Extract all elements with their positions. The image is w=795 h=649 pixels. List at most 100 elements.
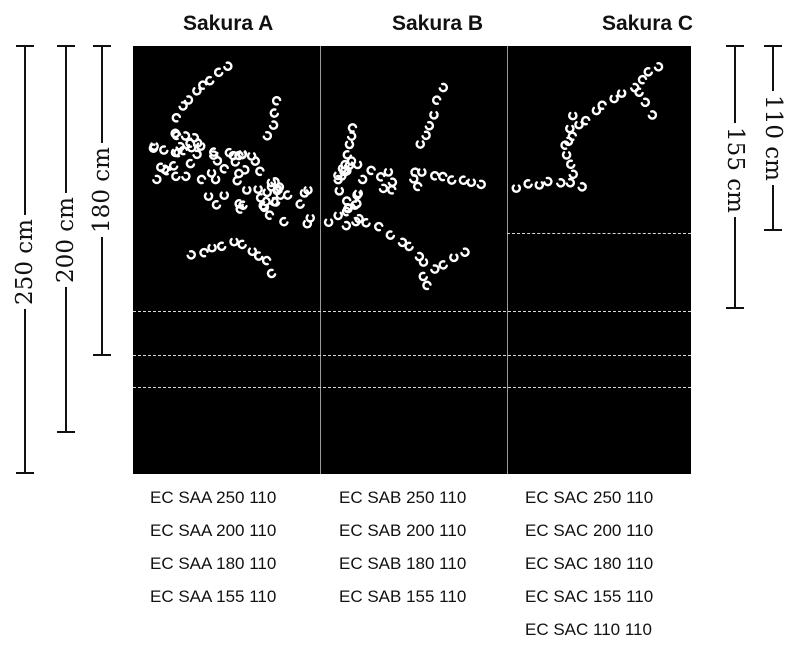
blossom-mark (266, 268, 277, 279)
blossom-mark (418, 271, 428, 282)
blossom-mark (574, 120, 584, 130)
blossom-mark (271, 96, 282, 106)
blossom-mark (383, 168, 394, 177)
blossom-mark (186, 250, 196, 260)
title-sakura-b: Sakura B (392, 12, 484, 35)
blossom-mark (466, 178, 477, 188)
blossom-mark (216, 241, 227, 252)
blossom-mark (414, 251, 425, 262)
blossom-mark (404, 241, 414, 252)
blossom-mark (303, 186, 313, 195)
dimension-label-155: 155 cm (722, 123, 748, 217)
blossom-mark (261, 196, 271, 207)
blossom-mark (274, 182, 285, 192)
product-code: EC SAC 180 110 (525, 554, 654, 573)
blossom-mark (159, 145, 169, 155)
blossom-mark (148, 143, 159, 153)
blossom-mark (171, 171, 181, 182)
blossom-mark (438, 82, 449, 93)
blossom-mark (422, 280, 432, 291)
blossom-mark (185, 158, 196, 169)
panel-sakura-c (507, 46, 691, 474)
blossom-mark (347, 123, 358, 133)
product-code: EC SAB 180 110 (339, 554, 467, 573)
blossom-mark (417, 168, 427, 177)
blossom-mark (378, 183, 389, 194)
blossom-mark (203, 192, 214, 201)
product-code: EC SAA 200 110 (150, 521, 277, 540)
blossom-mark (376, 172, 386, 182)
blossom-mark (447, 175, 457, 185)
blossom-mark (268, 120, 279, 130)
blossom-mark (255, 193, 266, 203)
blossom-mark (269, 196, 279, 207)
product-code: EC SAC 155 110 (525, 587, 654, 606)
blossom-mark (438, 260, 448, 270)
panel-sakura-a (133, 46, 320, 474)
blossom-mark (415, 140, 426, 149)
blossom-mark (259, 203, 270, 213)
code-list-sakura-a: EC SAA 250 110 EC SAA 200 110 EC SAA 180… (150, 484, 276, 616)
blossom-mark (568, 169, 578, 180)
blossom-mark (207, 243, 217, 253)
blossom-mark (616, 89, 627, 98)
blossom-mark (412, 181, 423, 192)
blossom-mark (237, 239, 247, 250)
blossom-mark (566, 159, 576, 170)
blossom-mark (170, 148, 181, 158)
blossom-mark (223, 61, 233, 71)
product-code: EC SAB 200 110 (339, 521, 467, 540)
blossom-mark (366, 165, 376, 176)
blossom-mark (229, 237, 239, 247)
blossom-mark (568, 111, 578, 121)
blossom-mark (264, 210, 275, 220)
blossom-mark (342, 166, 352, 176)
blossom-mark (247, 247, 258, 256)
blossom-mark (357, 174, 368, 185)
blossom-mark (266, 178, 277, 188)
blossom-mark (429, 111, 439, 120)
cut-line-200 (133, 355, 691, 356)
blossom-mark (543, 176, 553, 187)
blossom-mark (219, 164, 229, 174)
blossom-mark (269, 108, 280, 118)
blossom-mark (242, 186, 252, 195)
blossom-mark (196, 174, 207, 185)
blossom-mark (449, 253, 459, 263)
blossom-mark (208, 150, 219, 160)
blossom-mark (344, 140, 355, 150)
blossom-mark (192, 87, 202, 96)
blossom-mark (352, 160, 363, 170)
blossom-mark (255, 166, 265, 177)
panel-divider (507, 46, 508, 474)
blossom-mark (476, 179, 486, 190)
blossom-mark (353, 189, 363, 199)
blossom-mark (323, 218, 334, 228)
product-code: EC SAA 180 110 (150, 554, 277, 573)
blossom-mark (609, 94, 619, 104)
blossom-mark (591, 106, 602, 116)
blossom-mark (213, 67, 224, 78)
blossom-mark (224, 147, 235, 158)
blossom-mark (262, 188, 272, 198)
blossom-mark (299, 189, 310, 198)
blossom-mark (262, 131, 273, 141)
dimension-label-200: 200 cm (53, 193, 79, 287)
blossom-mark (523, 179, 533, 189)
blossom-mark (374, 221, 384, 232)
blossom-mark (189, 132, 200, 143)
blossom-mark (250, 156, 260, 166)
blossom-mark (634, 87, 644, 97)
blossom-mark (580, 115, 591, 126)
blossom-mark (352, 199, 362, 209)
dimension-label-250: 250 cm (12, 215, 38, 309)
blossom-mark (180, 131, 191, 141)
product-code: EC SAC 200 110 (525, 521, 654, 540)
blossom-mark (561, 151, 572, 160)
blossom-mark (234, 150, 244, 161)
title-sakura-c: Sakura C (602, 12, 694, 35)
blossom-mark (192, 149, 202, 160)
blossom-mark (333, 211, 343, 221)
blossom-mark (430, 264, 440, 274)
blossom-mark (240, 165, 250, 175)
